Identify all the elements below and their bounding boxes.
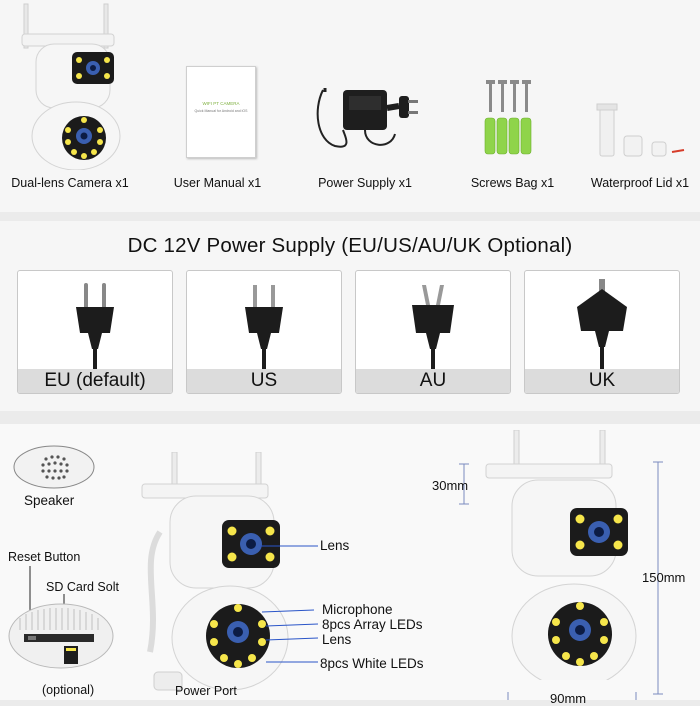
au-plug-icon — [412, 285, 454, 369]
waterproof-lid-icon — [596, 103, 685, 157]
sd-card-slot-closeup-icon — [8, 603, 114, 669]
screws-icon — [484, 80, 532, 155]
package-item-label: Waterproof Lid x1 — [590, 176, 690, 190]
package-item-label: User Manual x1 — [173, 176, 262, 190]
package-item-waterproof-lid: Waterproof Lid x1 — [580, 0, 700, 212]
lens-top-label: Lens — [320, 538, 350, 553]
microphone-label: Microphone — [322, 602, 393, 617]
power-adapter-icon — [316, 88, 418, 148]
top-height-dimension: 30mm — [432, 478, 469, 493]
package-item-label: Screws Bag x1 — [470, 176, 555, 190]
plug-label: UK — [525, 369, 679, 393]
dimension-camera-icon — [485, 430, 637, 680]
power-supply-title: DC 12V Power Supply (EU/US/AU/UK Optiona… — [127, 234, 573, 257]
lens-bottom-label: Lens — [322, 632, 352, 647]
plug-option-us: US — [186, 270, 342, 394]
manual-cover-subtitle: Quick Manual for Android and iOS — [194, 109, 248, 113]
callout-lines-right — [260, 545, 319, 663]
dual-lens-camera-icon — [21, 3, 121, 170]
sd-card-slot-label: SD Card Solt — [46, 580, 119, 594]
user-manual-icon: WIFI PT CAMERA Quick Manual for Android … — [186, 66, 256, 158]
plug-option-au: AU — [355, 270, 511, 394]
plug-option-eu: EU (default) — [17, 270, 173, 394]
total-height-dimension: 150mm — [642, 570, 686, 585]
plug-label: US — [187, 369, 341, 393]
manual-cover-title: WIFI PT CAMERA — [202, 101, 240, 106]
speaker-icon — [13, 445, 95, 489]
package-item-label: Dual-lens Camera x1 — [11, 176, 129, 190]
plug-label: AU — [356, 369, 510, 393]
package-contents-section: Dual-lens Camera x1 WIFI PT CAMERA Quick… — [0, 0, 700, 212]
plug-label: EU (default) — [18, 369, 172, 393]
array-leds-label: 8pcs Array LEDs — [322, 617, 423, 632]
package-item-manual: WIFI PT CAMERA Quick Manual for Android … — [150, 0, 285, 212]
uk-plug-icon — [577, 279, 627, 369]
us-plug-icon — [245, 285, 283, 369]
package-item-label: Power Supply x1 — [318, 176, 412, 190]
package-item-camera: Dual-lens Camera x1 — [0, 0, 140, 212]
plug-option-uk: UK — [524, 270, 680, 394]
dimension-lines — [459, 461, 663, 700]
width-dimension: 90mm — [550, 691, 587, 706]
white-leds-label: 8pcs White LEDs — [320, 656, 424, 671]
reset-button-label: Reset Button — [8, 550, 81, 564]
package-item-screws: Screws Bag x1 — [450, 0, 575, 212]
package-item-power-supply: Power Supply x1 — [295, 0, 435, 212]
optional-label: (optional) — [42, 683, 95, 697]
eu-plug-icon — [76, 283, 114, 369]
speaker-label: Speaker — [24, 493, 75, 508]
power-port-label: Power Port — [175, 684, 237, 698]
main-camera-icon — [141, 452, 289, 691]
